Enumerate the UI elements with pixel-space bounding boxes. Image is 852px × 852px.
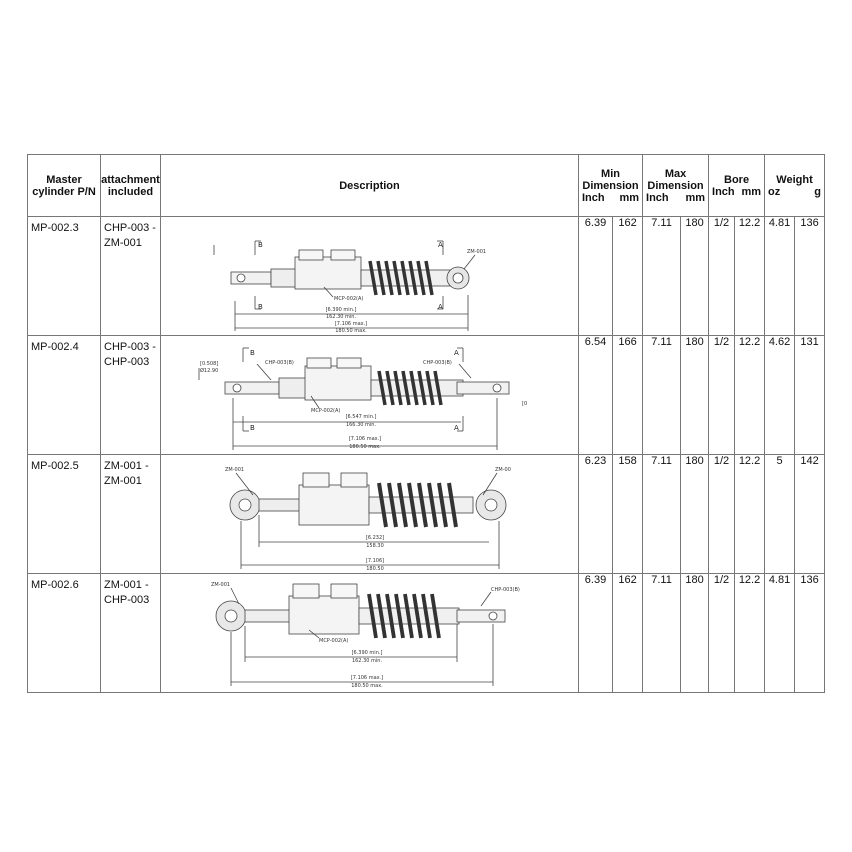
side-dim-mm: Ø12.90 xyxy=(200,367,218,374)
dim-max-in: [7.106 max.] xyxy=(335,321,367,327)
body-label: MCP-002(A) xyxy=(311,408,340,414)
description-drawing: ZM-001 CHP-003(B) MCP-002(A) [6.390 min.… xyxy=(160,573,579,693)
max-mm: 180 xyxy=(680,573,710,693)
dim-max-in: [7.106] xyxy=(366,558,384,564)
body-label: MCP-002(A) xyxy=(319,638,348,644)
dim-min-in: [6.390 min.] xyxy=(352,650,383,656)
dim-max-mm: 180.50 xyxy=(366,566,384,572)
dim-min-in: [6.232] xyxy=(366,535,384,541)
dim-max-in: [7.106 max.] xyxy=(349,436,381,442)
right-attachment-label: CHP-003(B) xyxy=(423,360,452,366)
max-inch: 7.11 xyxy=(642,573,682,693)
min-mm: 162 xyxy=(611,573,644,693)
dim-max-in: [7.106 max.] xyxy=(351,675,383,681)
right-attachment-label: ZM-00 xyxy=(495,467,511,473)
right-attachment-label: CHP-003(B) xyxy=(491,587,520,593)
section-b-bottom: B xyxy=(250,424,255,432)
cylinder-drawing: B A B A ZM-001 MCP-002(A) [6.390 min.] 1… xyxy=(213,240,486,334)
bore-mm: 12.2 xyxy=(734,454,766,574)
right-attachment-label: ZM-001 xyxy=(467,249,486,255)
bore-mm: 12.2 xyxy=(734,573,766,693)
description-drawing: B A B A [0.508] Ø12.90 [0 CHP-003(B) CHP… xyxy=(160,335,579,455)
part-number: MP-002.5 xyxy=(27,454,101,574)
left-attachment-label: ZM-001 xyxy=(211,582,230,588)
header-description: Description xyxy=(160,154,579,217)
min-mm: 162 xyxy=(611,216,644,336)
bore-inch: 1/2 xyxy=(708,335,736,455)
section-b-top: B xyxy=(250,349,255,357)
max-mm: 180 xyxy=(680,216,710,336)
min-inch: 6.39 xyxy=(578,573,613,693)
weight-oz: 4.81 xyxy=(764,573,796,693)
attachment: ZM-001 -CHP-003 xyxy=(100,573,161,693)
cylinder-drawing: ZM-001 CHP-003(B) MCP-002(A) [6.390 min.… xyxy=(211,582,520,689)
weight-oz: 4.62 xyxy=(764,335,796,455)
section-b-bottom: B xyxy=(258,303,263,311)
part-number: MP-002.3 xyxy=(27,216,101,336)
part-number: MP-002.6 xyxy=(27,573,101,693)
weight-g: 142 xyxy=(794,454,826,574)
table-row: MP-002.3 CHP-003 -ZM-001 xyxy=(27,216,826,336)
min-inch: 6.54 xyxy=(578,335,613,455)
cylinder-drawing: B A B A [0.508] Ø12.90 [0 CHP-003(B) CHP… xyxy=(198,347,527,450)
bore-inch: 1/2 xyxy=(708,573,736,693)
dim-min-mm: 158.30 xyxy=(366,543,384,549)
side-dim-in: [0.508] xyxy=(200,361,218,367)
attachment: CHP-003 -ZM-001 xyxy=(100,216,161,336)
body-label: MCP-002(A) xyxy=(334,296,363,302)
max-mm: 180 xyxy=(680,335,710,455)
dim-min-in: [6.390 min.] xyxy=(326,307,357,313)
max-mm: 180 xyxy=(680,454,710,574)
min-inch: 6.39 xyxy=(578,216,613,336)
max-inch: 7.11 xyxy=(642,335,682,455)
weight-g: 131 xyxy=(794,335,826,455)
weight-g: 136 xyxy=(794,573,826,693)
weight-g: 136 xyxy=(794,216,826,336)
section-a-bottom: A xyxy=(454,424,459,432)
cylinder-drawing: ZM-001 ZM-00 [6.232] 158.30 [7.106] 180.… xyxy=(225,467,511,572)
min-mm: 166 xyxy=(611,335,644,455)
section-a-bottom: A xyxy=(438,303,443,311)
dim-min-mm: 162.30 min. xyxy=(326,314,357,320)
section-b-top: B xyxy=(258,241,263,249)
min-inch: 6.23 xyxy=(578,454,613,574)
dim-min-in: [6.547 min.] xyxy=(346,414,377,420)
dim-max-mm: 180.50 max. xyxy=(335,328,367,334)
weight-oz: 4.81 xyxy=(764,216,796,336)
table-row: MP-002.4 CHP-003 -CHP-003 xyxy=(27,335,826,455)
table-row: MP-002.6 ZM-001 -CHP-003 xyxy=(27,573,826,693)
dim-min-mm: 162.30 min. xyxy=(352,658,383,664)
description-drawing: ZM-001 ZM-00 [6.232] 158.30 [7.106] 180.… xyxy=(160,454,579,574)
dim-max-mm: 180.50 max. xyxy=(349,444,381,450)
left-attachment-label: ZM-001 xyxy=(225,467,244,473)
bore-inch: 1/2 xyxy=(708,454,736,574)
section-a-top: A xyxy=(454,349,459,357)
weight-oz: 5 xyxy=(764,454,796,574)
bore-mm: 12.2 xyxy=(734,216,766,336)
max-inch: 7.11 xyxy=(642,216,682,336)
left-attachment-label: CHP-003(B) xyxy=(265,360,294,366)
bore-mm: 12.2 xyxy=(734,335,766,455)
side-dim-right: [0 xyxy=(522,401,527,407)
max-inch: 7.11 xyxy=(642,454,682,574)
section-a-top: A xyxy=(438,241,443,249)
attachment: ZM-001 -ZM-001 xyxy=(100,454,161,574)
table-row: MP-002.5 ZM-001 -ZM-001 xyxy=(27,454,826,574)
bore-inch: 1/2 xyxy=(708,216,736,336)
part-number: MP-002.4 xyxy=(27,335,101,455)
dim-min-mm: 166.30 min. xyxy=(346,422,377,428)
description-drawing: B A B A ZM-001 MCP-002(A) [6.390 min.] 1… xyxy=(160,216,579,336)
min-mm: 158 xyxy=(611,454,644,574)
attachment: CHP-003 -CHP-003 xyxy=(100,335,161,455)
dim-max-mm: 180.50 max. xyxy=(351,683,383,689)
